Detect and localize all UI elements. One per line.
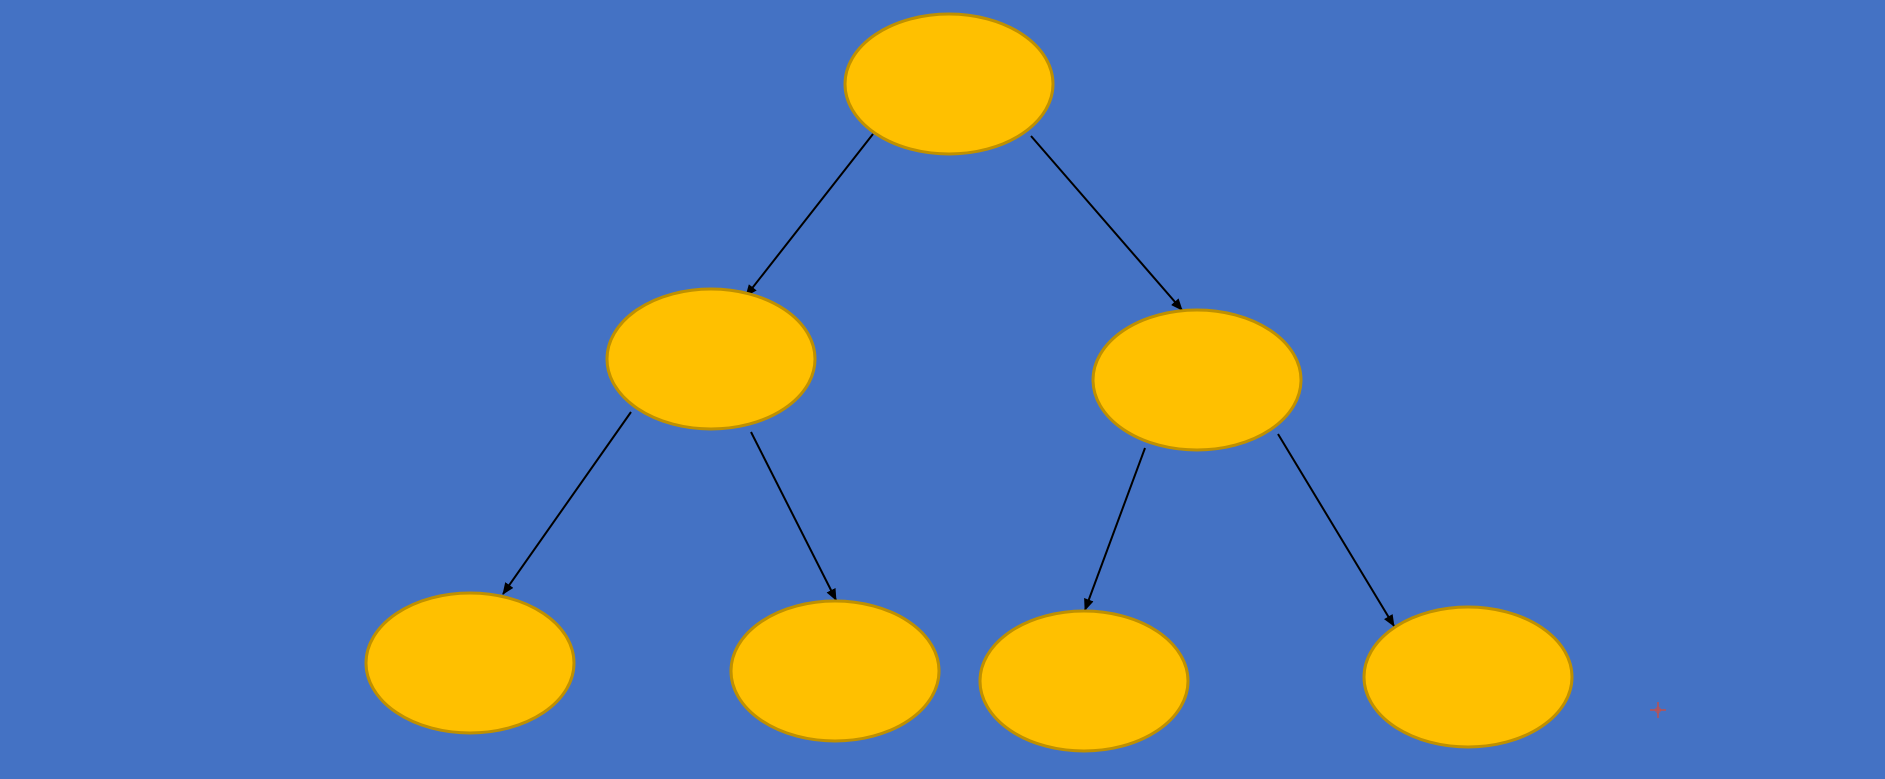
node-ellipse-right	[1091, 308, 1303, 452]
edge-arrow-root-to-right	[1030, 135, 1183, 311]
node-right-right	[1362, 605, 1574, 749]
node-ellipse-root	[843, 12, 1055, 156]
node-ellipse-left-right	[729, 599, 941, 743]
edges-layer	[502, 133, 1395, 627]
edge-arrow-left-to-left-left	[502, 411, 632, 595]
edge-arrow-root-to-left	[745, 133, 874, 297]
node-right	[1091, 308, 1303, 452]
node-right-left	[978, 609, 1190, 753]
node-ellipse-left-left	[364, 591, 576, 735]
crosshair-cursor-icon	[1650, 702, 1666, 718]
edge-arrow-left-to-left-right	[750, 431, 837, 601]
node-left	[605, 287, 817, 431]
node-left-left	[364, 591, 576, 735]
node-ellipse-right-left	[978, 609, 1190, 753]
node-left-right	[729, 599, 941, 743]
edge-arrow-right-to-right-right	[1277, 433, 1395, 627]
nodes-layer	[364, 12, 1574, 753]
node-ellipse-right-right	[1362, 605, 1574, 749]
node-root	[843, 12, 1055, 156]
node-ellipse-left	[605, 287, 817, 431]
edge-arrow-right-to-right-left	[1084, 447, 1146, 611]
